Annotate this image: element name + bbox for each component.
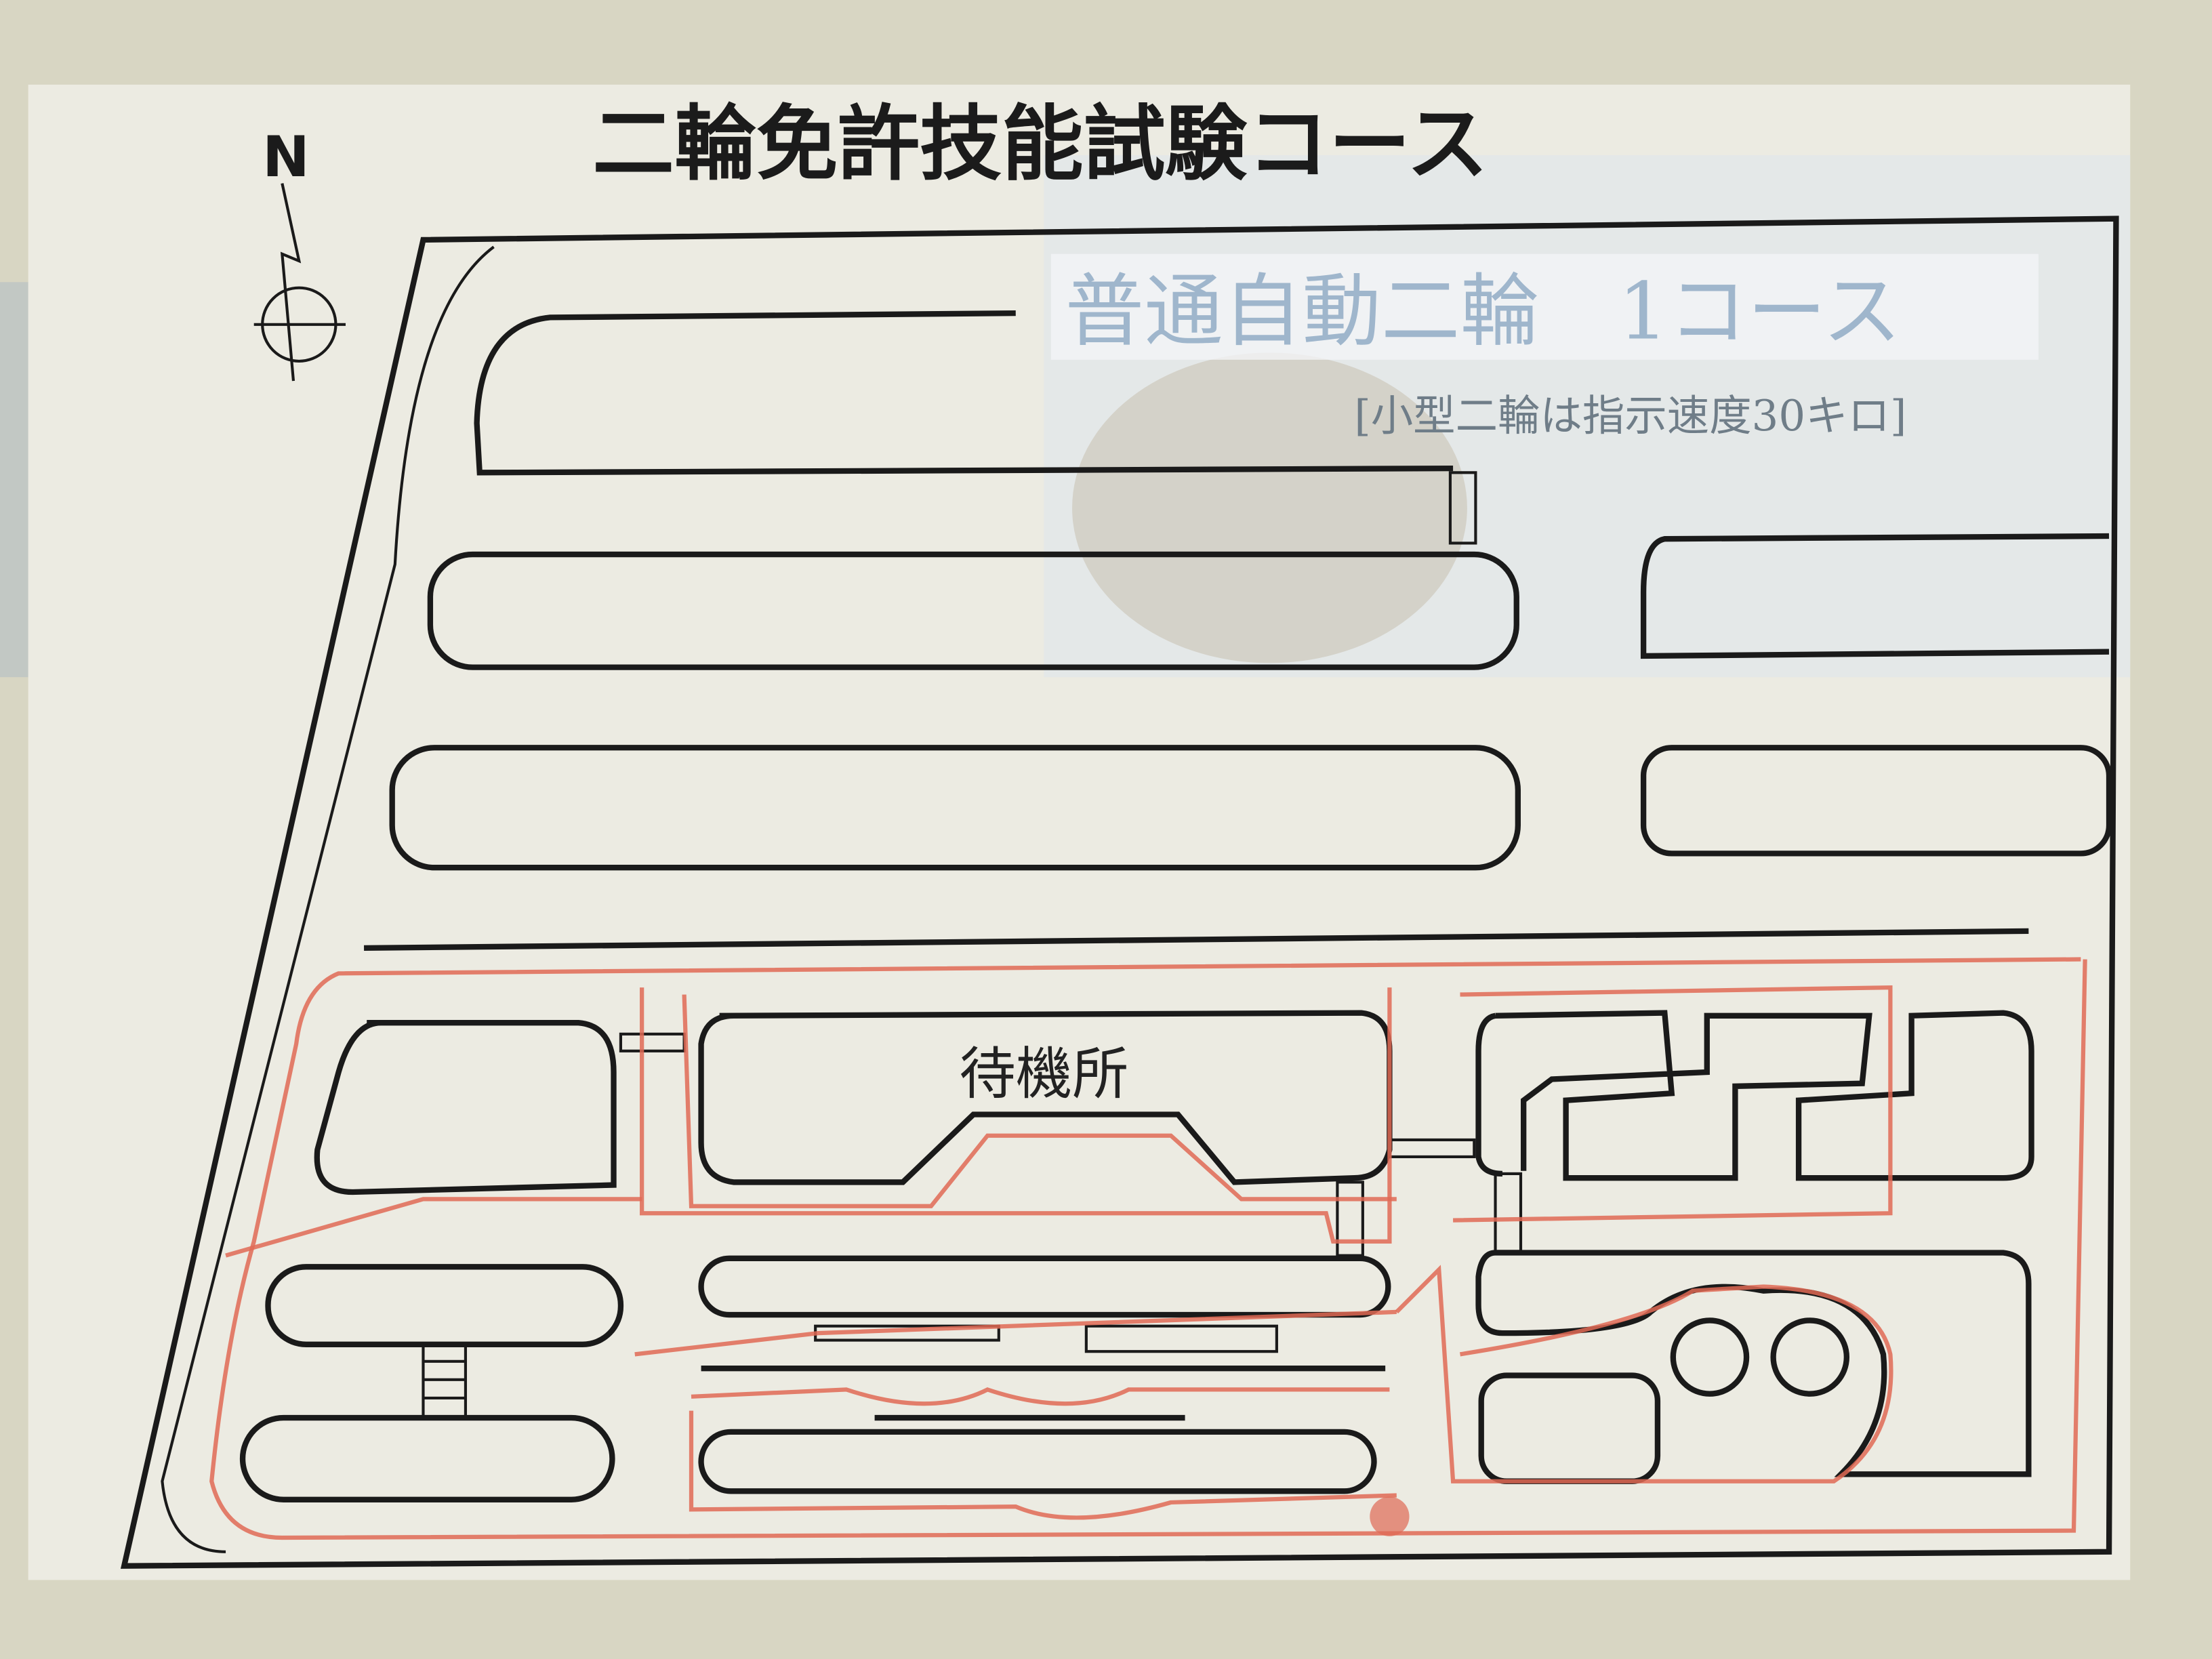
map-title: 二輪免許技能試験コース — [592, 97, 1488, 192]
photographer-reflection — [1072, 352, 1467, 663]
lower-course-islands: 待機所 — [239, 1010, 2034, 1502]
course-boundary — [120, 216, 2119, 1569]
north-arrow-icon: N — [253, 124, 346, 382]
course-name: 普通自動二輪 1コース — [1065, 266, 1902, 358]
route-start-mark — [1370, 1496, 1410, 1536]
speed-note: [小型二輪は指示速度30キロ] — [1354, 391, 1906, 441]
north-label: N — [262, 124, 310, 190]
upper-course-islands — [364, 310, 2112, 951]
course-name-bg — [1050, 253, 2039, 360]
test-route — [209, 957, 2087, 1540]
crosswalks — [422, 471, 1523, 1420]
inner-boundary — [161, 245, 495, 1553]
waiting-area-label: 待機所 — [960, 1041, 1129, 1107]
